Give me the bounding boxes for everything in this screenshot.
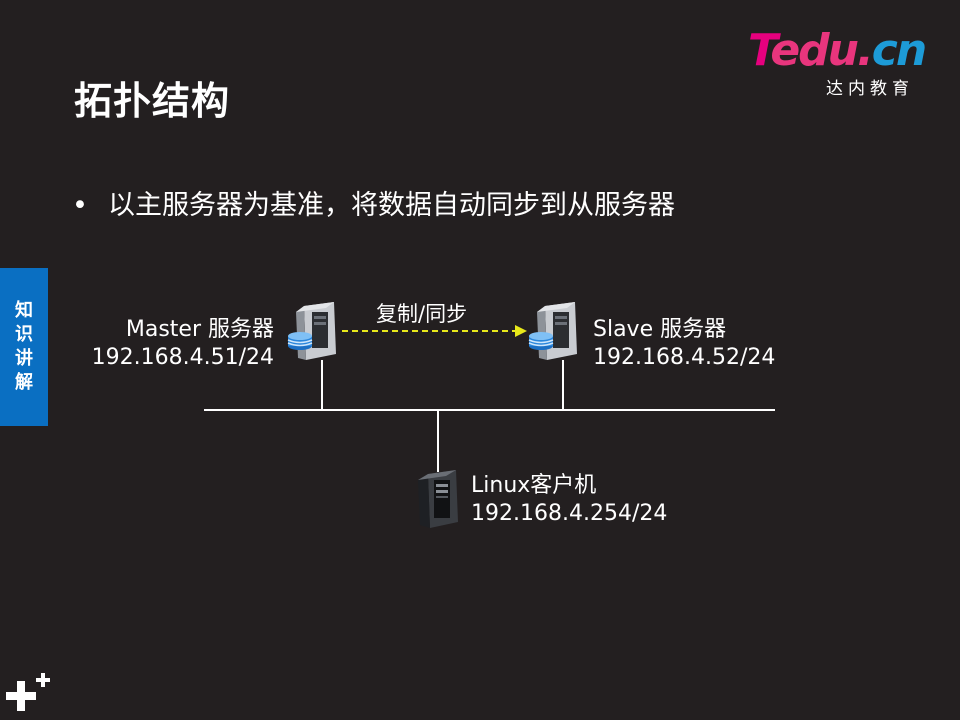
plus-decoration-icon bbox=[6, 673, 50, 711]
bullet-text: 以主服务器为基准，将数据自动同步到从服务器 bbox=[108, 190, 675, 221]
master-server-icon bbox=[287, 302, 336, 360]
tedu-logo: Tedu.cn 达内教育 bbox=[748, 25, 938, 100]
bullet-item: • 以主服务器为基准，将数据自动同步到从服务器 bbox=[72, 183, 675, 222]
master-label: Master 服务器 192.168.4.51/24 bbox=[92, 316, 274, 372]
side-tab-char: 解 bbox=[15, 372, 33, 393]
client-label: Linux客户机 192.168.4.254/24 bbox=[471, 472, 667, 528]
master-name: Master 服务器 bbox=[125, 317, 274, 342]
slave-name: Slave 服务器 bbox=[593, 317, 727, 342]
logo-cn: cn bbox=[871, 25, 927, 76]
client-ip: 192.168.4.254/24 bbox=[471, 501, 668, 526]
side-tab-knowledge: 知 识 讲 解 bbox=[0, 268, 48, 426]
logo-wordmark: Tedu.cn bbox=[748, 25, 927, 76]
client-name: Linux客户机 bbox=[471, 473, 597, 498]
side-tab-char: 讲 bbox=[15, 348, 33, 369]
master-ip: 192.168.4.51/24 bbox=[91, 345, 274, 370]
slave-label: Slave 服务器 192.168.4.52/24 bbox=[593, 316, 775, 372]
side-tab-char: 知 bbox=[15, 300, 33, 321]
client-computer-icon bbox=[418, 470, 458, 528]
slave-ip: 192.168.4.52/24 bbox=[593, 345, 776, 370]
bullet-dot-icon: • bbox=[72, 190, 88, 221]
slave-server-icon bbox=[528, 302, 577, 360]
logo-edu: edu. bbox=[770, 25, 873, 76]
side-tab-char: 识 bbox=[15, 324, 33, 345]
logo-t: T bbox=[748, 25, 772, 76]
sync-arrow-head bbox=[515, 325, 527, 337]
sync-label: 复制/同步 bbox=[376, 302, 468, 326]
logo-subtitle: 达内教育 bbox=[826, 79, 914, 99]
slide-title: 拓扑结构 bbox=[74, 79, 231, 123]
